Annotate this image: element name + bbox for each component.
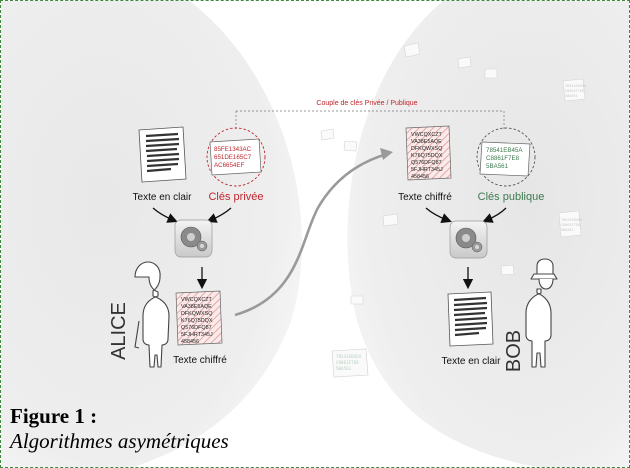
svg-text:5FJHRT345J: 5FJHRT345J [181, 332, 213, 338]
svg-text:C8861F7E8: C8861F7E8 [486, 155, 520, 162]
figure-caption: Figure 1 : Algorithmes asymétriques [10, 404, 229, 454]
alice-plaintext-label: Texte en clair [133, 192, 193, 203]
alice-gears-processor-icon [174, 219, 213, 258]
bob-ciphertext-document-icon: VWCQXCZT VA38E5AQE DFKQWXSQ K76Q75DQX Q5… [405, 125, 452, 181]
svg-text:Q576DFQ87: Q576DFQ87 [411, 160, 442, 166]
key-pair-connector [235, 110, 505, 129]
svg-text:5BA561: 5BA561 [486, 163, 509, 170]
alice-ciphertext-label: Texte chiffré [173, 355, 227, 366]
svg-text:78541EB45A: 78541EB45A [336, 354, 362, 359]
svg-text:Q576DFQ87: Q576DFQ87 [181, 325, 212, 331]
svg-text:AC6654EF: AC6654EF [214, 162, 244, 169]
curved-arrow-head [380, 148, 393, 160]
alice-plaintext-document-icon [138, 126, 187, 183]
public-key-note-icon: 78541EB45A C8861F7E8 5BA561 [476, 127, 536, 187]
figure-label: Figure 1 : [10, 404, 98, 428]
svg-text:VA38E5AQE: VA38E5AQE [181, 304, 212, 310]
alice-name: ALICE [108, 302, 130, 360]
bob-gears-processor-icon [449, 220, 488, 259]
private-key-label: Clés privée [208, 191, 263, 203]
floating-public-note: 78541EB45A C8861F7E8 5BA561 [331, 348, 369, 378]
svg-text:5FJHRT345J: 5FJHRT345J [411, 167, 443, 173]
svg-text:458456: 458456 [411, 174, 429, 180]
faint-note-cluster [320, 42, 586, 305]
svg-text:458456: 458456 [181, 339, 199, 345]
svg-text:VA38E5AQE: VA38E5AQE [411, 139, 442, 145]
svg-text:C8861F7E8: C8861F7E8 [336, 360, 359, 365]
svg-text:651DE165C7: 651DE165C7 [214, 154, 252, 161]
svg-text:VWCQXCZT: VWCQXCZT [181, 297, 213, 303]
key-pair-label: Couple de clés Privée / Publique [316, 100, 417, 107]
svg-text:78541EB45A: 78541EB45A [486, 147, 523, 154]
bob-plaintext-document-icon [447, 291, 494, 347]
alice-person-icon [134, 261, 170, 368]
bob-person-icon [525, 258, 558, 368]
alice-ciphertext-document-icon: VWCQXCZT VA38E5AQE DFKQWXSQ K76Q75DQX Q5… [175, 290, 223, 346]
bob-plaintext-label: Texte en clair [442, 356, 502, 367]
bob-ciphertext-label: Texte chiffré [398, 192, 452, 203]
arrow-down-icon [206, 207, 232, 223]
bob-name: BOB [503, 330, 525, 372]
svg-text:C8861F7E8: C8861F7E8 [561, 223, 580, 227]
svg-text:85FE1343AC: 85FE1343AC [214, 146, 252, 153]
arrow-down-icon [482, 207, 507, 223]
svg-text:DFKQWXSQ: DFKQWXSQ [411, 146, 442, 152]
arrow-down-icon [152, 207, 178, 223]
svg-text:C8861F7E8: C8861F7E8 [565, 89, 584, 93]
svg-text:5BA561: 5BA561 [561, 228, 574, 232]
figure-subtitle: Algorithmes asymétriques [10, 429, 229, 453]
svg-text:K76Q75DQX: K76Q75DQX [411, 153, 443, 159]
svg-text:78541EB45A: 78541EB45A [561, 218, 583, 222]
svg-text:DFKQWXSQ: DFKQWXSQ [181, 311, 212, 317]
curved-arrow-icon [234, 152, 388, 317]
arrow-down-icon [425, 207, 452, 223]
svg-text:78541EB45A: 78541EB45A [565, 84, 587, 88]
alice-domain-shape [1, 1, 302, 467]
public-key-label: Clés publique [478, 191, 545, 203]
svg-text:5BA561: 5BA561 [565, 94, 578, 98]
svg-text:5BA561: 5BA561 [336, 366, 352, 371]
bob-domain-shape [347, 1, 629, 467]
svg-text:K76Q75DQX: K76Q75DQX [181, 318, 213, 324]
private-key-note-icon: 85FE1343AC 651DE165C7 AC6654EF [206, 127, 266, 187]
svg-text:VWCQXCZT: VWCQXCZT [411, 132, 443, 138]
